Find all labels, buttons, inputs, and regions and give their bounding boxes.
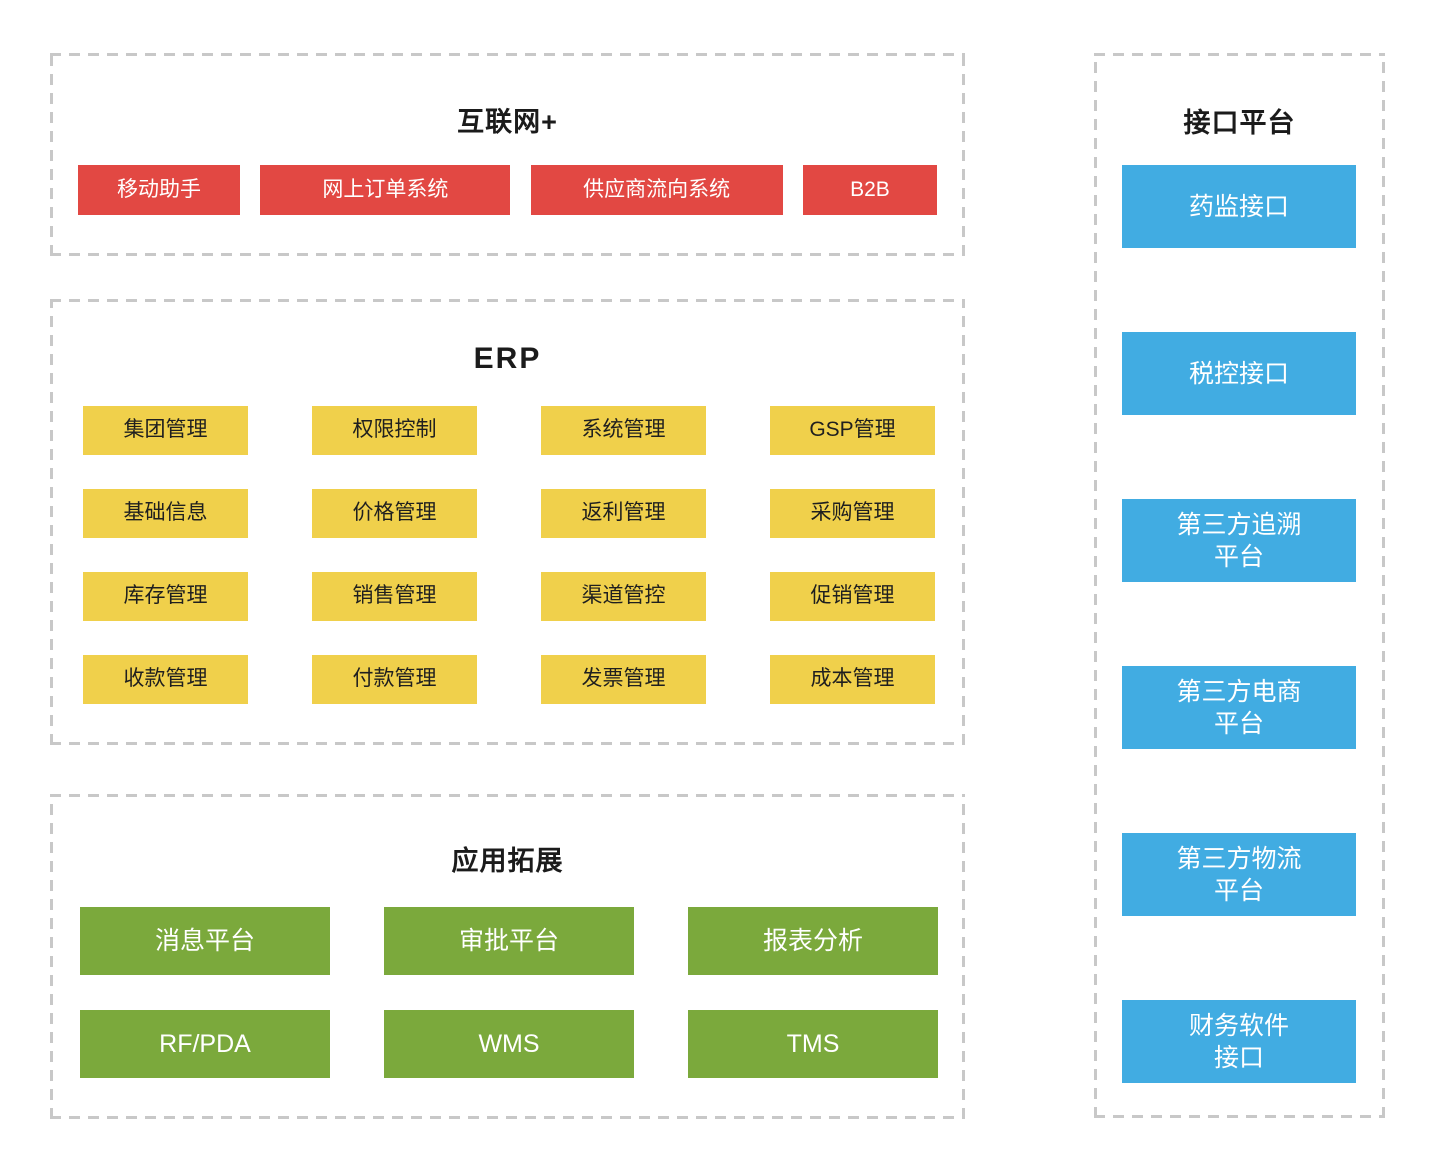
node-channel-control: 渠道管控 [541, 572, 706, 621]
node-label-line2: 平台 [1213, 542, 1264, 571]
node-rebate-management: 返利管理 [541, 489, 706, 538]
node-label: WMS [478, 1030, 540, 1058]
node-payment-management: 付款管理 [312, 655, 477, 704]
section-erp-title: ERP [473, 342, 542, 375]
internet-node-row: 移动助手 网上订单系统 供应商流向系统 B2B [78, 165, 937, 215]
section-internet-plus: 互联网+ 移动助手 网上订单系统 供应商流向系统 B2B [50, 53, 965, 256]
node-label-line1: 第三方追溯 [1176, 510, 1302, 539]
node-label: 基础信息 [123, 501, 208, 525]
node-approval-platform: 审批平台 [384, 907, 634, 975]
node-label: 系统管理 [581, 418, 666, 442]
node-inventory-management: 库存管理 [83, 572, 248, 621]
node-label: 促销管理 [810, 584, 895, 608]
node-label: 成本管理 [810, 667, 895, 691]
node-label: 权限控制 [352, 418, 437, 442]
node-label-line1: 税控接口 [1188, 359, 1289, 388]
node-label-line1: 第三方物流 [1176, 844, 1302, 873]
node-cost-management: 成本管理 [770, 655, 935, 704]
interface-node-column: 药监接口 税控接口 第三方追溯 平台 第三方电商 平台 第三方物流 平台 财务软… [1122, 165, 1356, 1083]
node-label-line1: 第三方电商 [1176, 677, 1302, 706]
node-label: 返利管理 [581, 501, 666, 525]
node-mobile-assistant: 移动助手 [78, 165, 240, 215]
node-label: 采购管理 [810, 501, 895, 525]
node-tax-control-interface: 税控接口 [1122, 332, 1356, 415]
node-third-party-logistics-platform: 第三方物流 平台 [1122, 833, 1356, 916]
node-label-line2: 接口 [1213, 1043, 1264, 1072]
app-node-grid: 消息平台 审批平台 报表分析 RF/PDA WMS TMS [80, 907, 938, 1078]
node-rf-pda: RF/PDA [80, 1010, 330, 1078]
node-label: 付款管理 [352, 667, 437, 691]
node-third-party-traceability-platform: 第三方追溯 平台 [1122, 499, 1356, 582]
node-receipt-management: 收款管理 [83, 655, 248, 704]
node-label: GSP管理 [809, 418, 896, 442]
node-b2b: B2B [802, 165, 937, 215]
node-report-analysis: 报表分析 [688, 907, 938, 975]
node-message-platform: 消息平台 [80, 907, 330, 975]
node-basic-info: 基础信息 [83, 489, 248, 538]
node-label: 发票管理 [581, 667, 666, 691]
section-interface-platform-title: 接口平台 [1183, 108, 1296, 138]
node-group-management: 集团管理 [83, 406, 248, 455]
section-app-expansion-title: 应用拓展 [451, 846, 564, 876]
node-label: 渠道管控 [581, 584, 666, 608]
node-third-party-ecommerce-platform: 第三方电商 平台 [1122, 666, 1356, 749]
node-price-management: 价格管理 [312, 489, 477, 538]
node-tms: TMS [688, 1010, 938, 1078]
node-supplier-flow-system: 供应商流向系统 [530, 165, 783, 215]
section-interface-platform: 接口平台 药监接口 税控接口 第三方追溯 平台 第三方电商 平台 第三方物流 平… [1094, 53, 1385, 1118]
node-wms: WMS [384, 1010, 634, 1078]
section-app-expansion: 应用拓展 消息平台 审批平台 报表分析 RF/PDA WMS TMS [50, 794, 965, 1119]
node-invoice-management: 发票管理 [541, 655, 706, 704]
node-label: TMS [786, 1030, 840, 1058]
section-internet-plus-title: 互联网+ [457, 107, 558, 137]
node-label: 销售管理 [352, 584, 437, 608]
node-label: B2B [850, 177, 890, 201]
node-label: 收款管理 [123, 667, 208, 691]
node-label: 报表分析 [762, 927, 863, 955]
node-label-line2: 平台 [1213, 709, 1264, 738]
node-label: 库存管理 [123, 584, 208, 608]
node-label-line1: 药监接口 [1188, 192, 1289, 221]
node-promotion-management: 促销管理 [770, 572, 935, 621]
node-label: RF/PDA [159, 1030, 251, 1058]
node-online-order-system: 网上订单系统 [260, 165, 511, 215]
node-label-line2: 平台 [1213, 876, 1264, 905]
node-label: 供应商流向系统 [583, 177, 731, 201]
section-erp: ERP 集团管理 权限控制 系统管理 GSP管理 基础信息 价格管理 返利管理 … [50, 299, 965, 745]
node-sales-management: 销售管理 [312, 572, 477, 621]
node-financial-software-interface: 财务软件 接口 [1122, 1000, 1356, 1083]
node-gsp-management: GSP管理 [770, 406, 935, 455]
node-label: 价格管理 [352, 501, 437, 525]
erp-node-grid: 集团管理 权限控制 系统管理 GSP管理 基础信息 价格管理 返利管理 采购管理… [83, 406, 935, 704]
node-label: 网上订单系统 [322, 177, 449, 201]
node-drug-regulatory-interface: 药监接口 [1122, 165, 1356, 248]
node-label: 审批平台 [458, 927, 559, 955]
node-system-management: 系统管理 [541, 406, 706, 455]
node-permission-control: 权限控制 [312, 406, 477, 455]
node-label: 集团管理 [123, 418, 208, 442]
node-label: 移动助手 [117, 177, 201, 201]
node-label: 消息平台 [154, 927, 255, 955]
node-procurement-management: 采购管理 [770, 489, 935, 538]
node-label-line1: 财务软件 [1188, 1011, 1289, 1040]
